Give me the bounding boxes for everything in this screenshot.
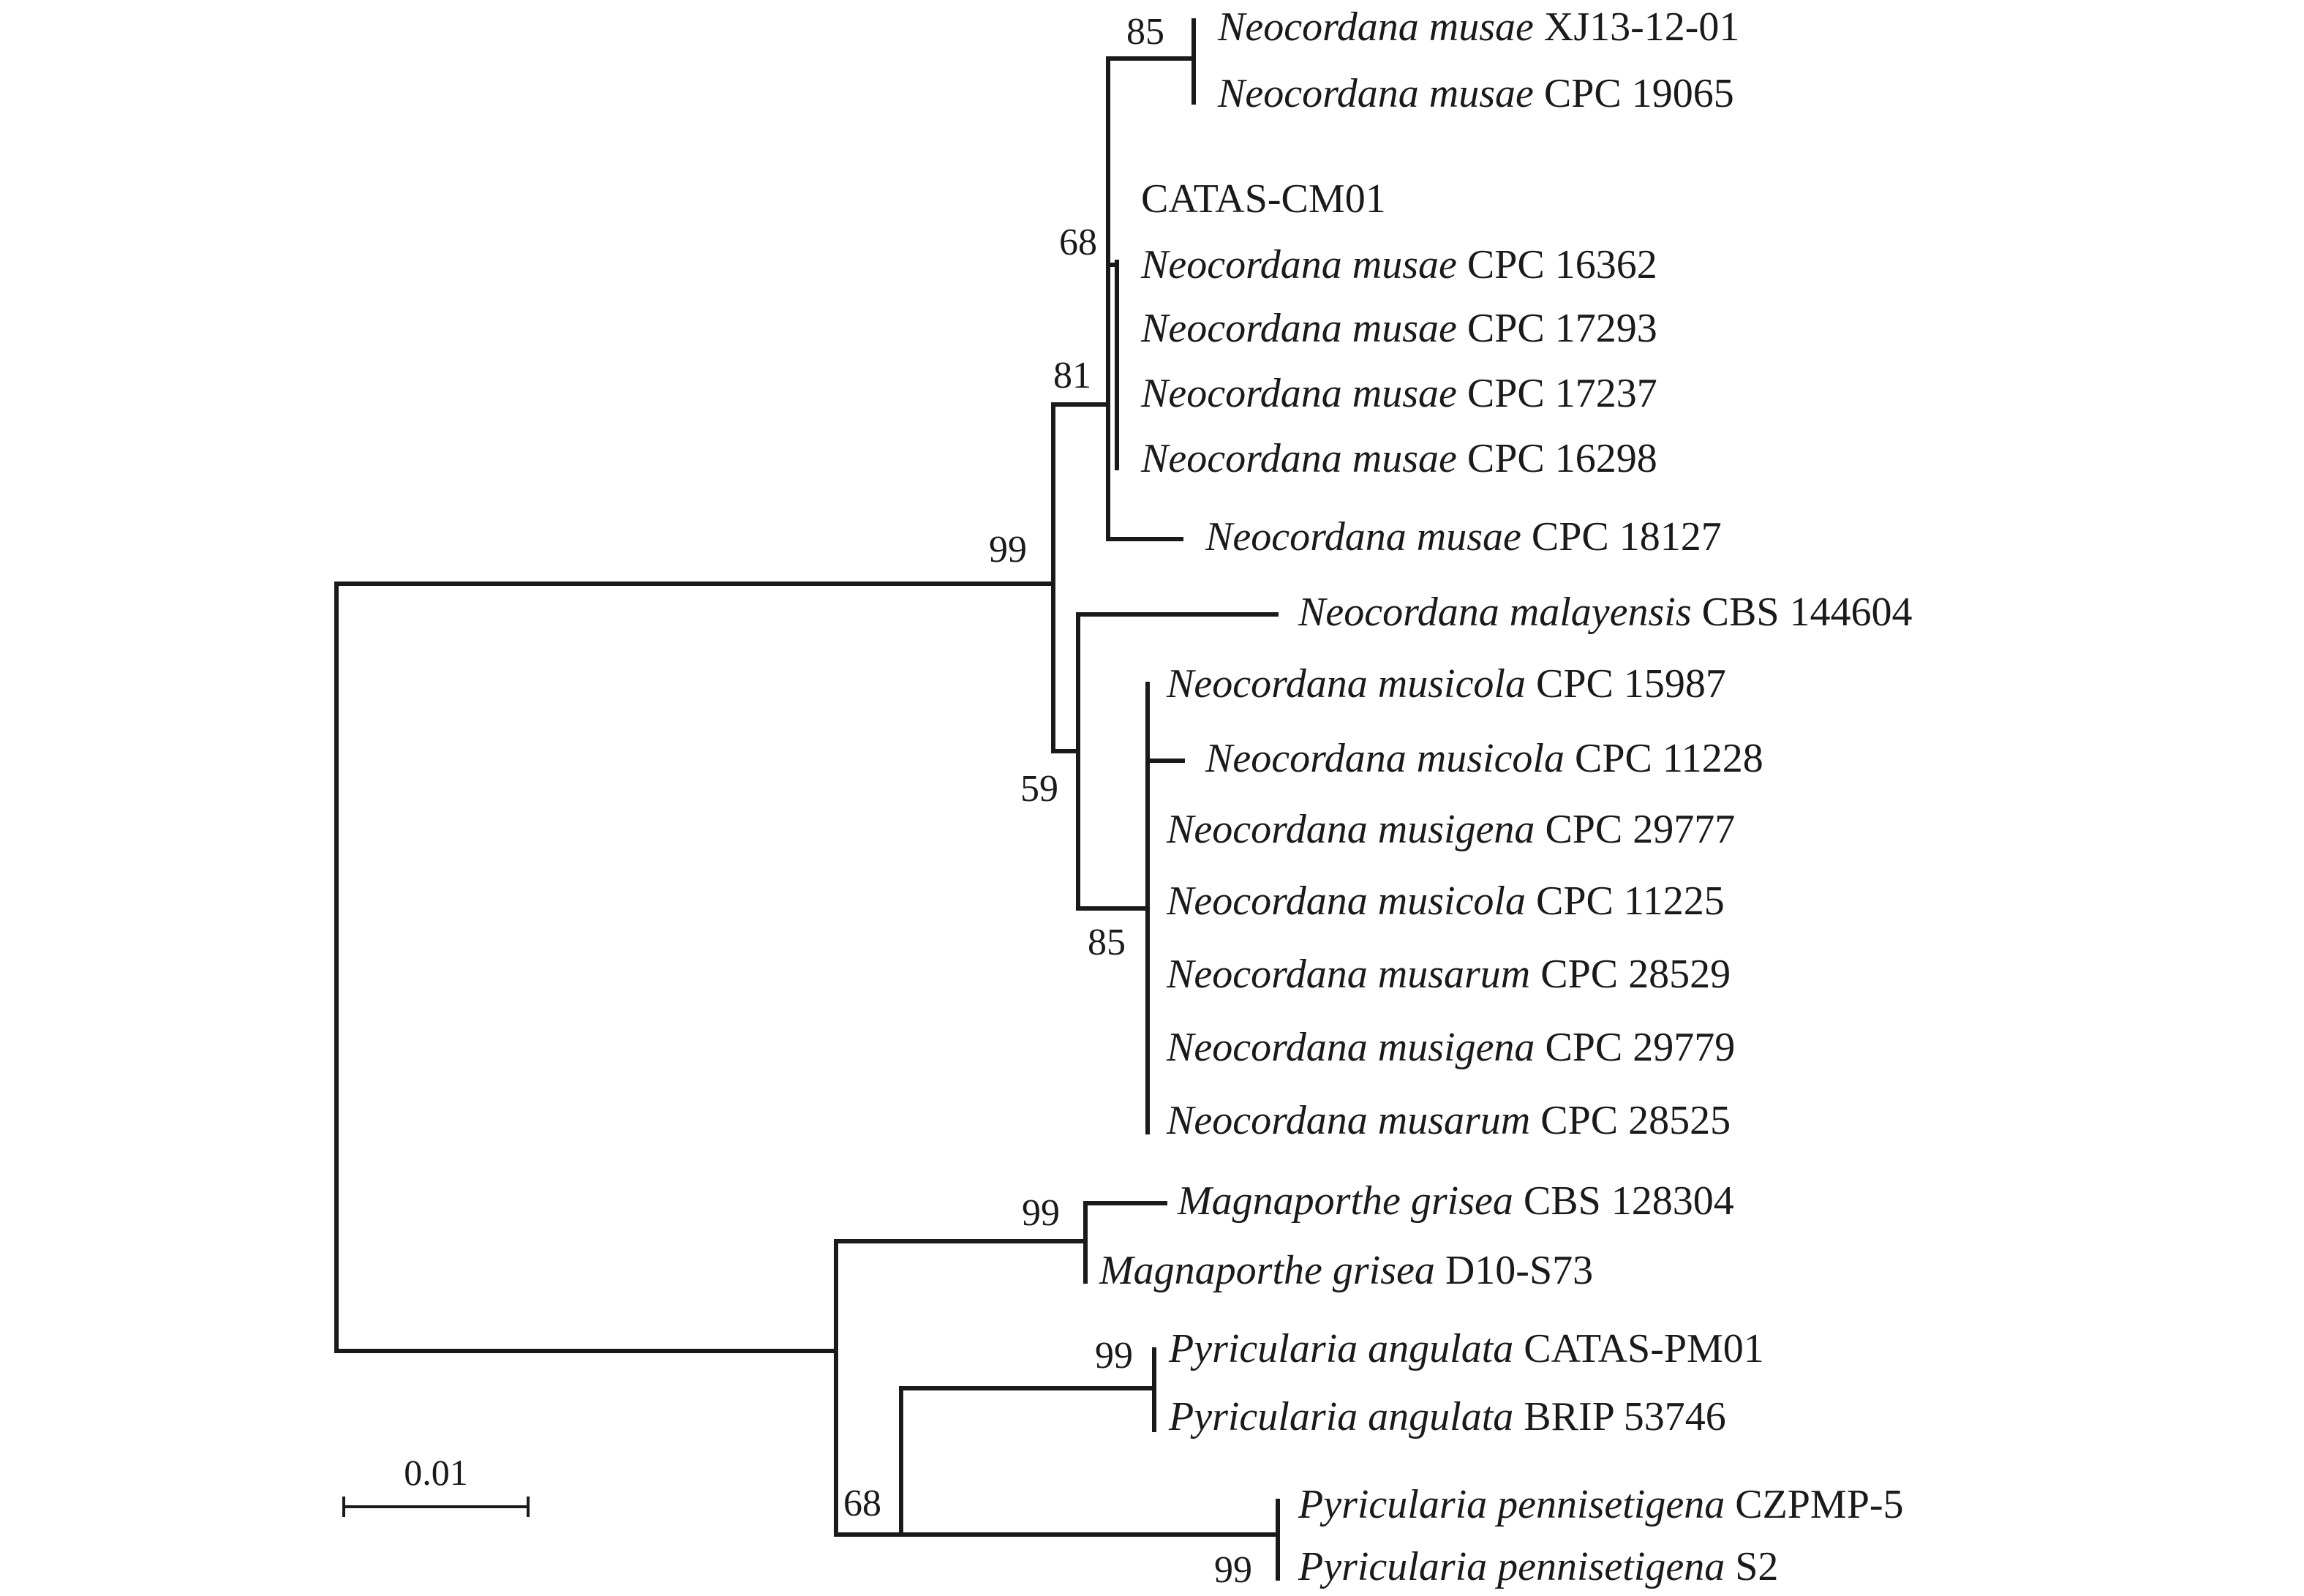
support-values: 85 68 81 99 59 85 99 99 68 99: [843, 11, 1252, 1591]
taxon-label: Neocordana musae CPC 16362: [1140, 242, 1657, 287]
taxon-label: Neocordana musicola CPC 11225: [1166, 878, 1725, 924]
taxon-label: Neocordana musicola CPC 11228: [1205, 736, 1763, 781]
taxon-label: Neocordana musae CPC 19065: [1217, 71, 1734, 116]
taxon-label: Neocordana musicola CPC 15987: [1166, 661, 1726, 707]
tree-branches: [334, 18, 1280, 1581]
taxon-label: Neocordana musae CPC 17237: [1140, 371, 1657, 416]
support-value: 85: [1126, 11, 1164, 53]
scale-bar: 0.01: [342, 1452, 530, 1517]
taxon-label: Magnaporthe grisea CBS 128304: [1177, 1178, 1734, 1224]
taxon-label: Neocordana musigena CPC 29777: [1166, 807, 1735, 852]
scale-bar-label: 0.01: [404, 1452, 468, 1493]
taxon-label: Neocordana musarum CPC 28529: [1166, 952, 1731, 997]
support-value: 99: [1095, 1335, 1133, 1377]
taxon-label: Neocordana malayensis CBS 144604: [1298, 590, 1913, 635]
taxon-label: Pyricularia angulata CATAS-PM01: [1168, 1326, 1764, 1371]
taxon-label: Pyricularia pennisetigena CZPMP-5: [1298, 1482, 1904, 1527]
taxon-label: Neocordana musae CPC 16298: [1140, 436, 1657, 481]
support-value: 99: [1214, 1549, 1252, 1591]
taxon-label: Neocordana musae XJ13-12-01: [1217, 4, 1739, 50]
taxon-label: Neocordana musigena CPC 29779: [1166, 1025, 1735, 1070]
support-value: 68: [843, 1483, 881, 1524]
taxon-label: Pyricularia angulata BRIP 53746: [1168, 1394, 1726, 1439]
support-value: 99: [1022, 1192, 1060, 1234]
support-value: 99: [989, 529, 1027, 571]
taxon-labels: Neocordana musae XJ13-12-01 Neocordana m…: [1099, 4, 1913, 1589]
taxon-label: CATAS-CM01: [1141, 176, 1386, 222]
support-value: 85: [1088, 922, 1126, 963]
support-value: 59: [1020, 768, 1058, 810]
taxon-label: Neocordana musae CPC 18127: [1205, 514, 1722, 560]
taxon-label: Pyricularia pennisetigena S2: [1298, 1544, 1778, 1589]
taxon-label: Magnaporthe grisea D10-S73: [1099, 1248, 1593, 1293]
taxon-label: Neocordana musarum CPC 28525: [1166, 1098, 1731, 1143]
taxon-label: Neocordana musae CPC 17293: [1140, 306, 1657, 351]
support-value: 81: [1053, 355, 1091, 396]
support-value: 68: [1059, 222, 1097, 263]
